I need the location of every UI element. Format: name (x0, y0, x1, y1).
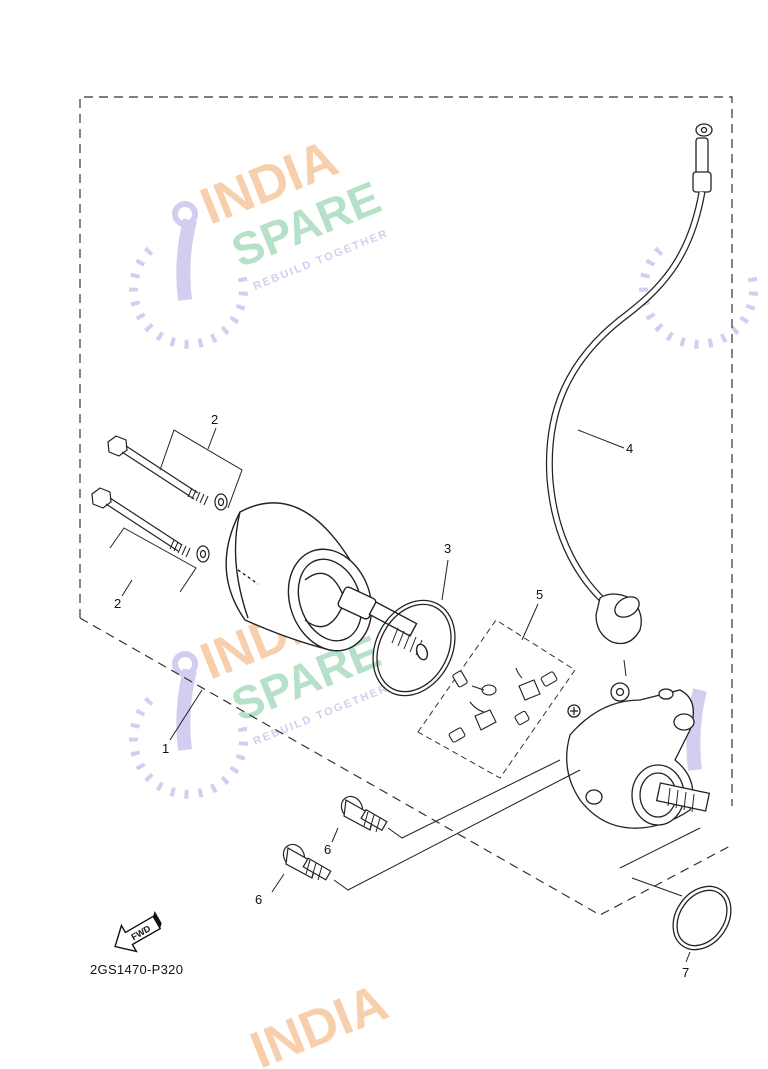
watermark-logo-icon (129, 201, 248, 349)
watermark-upper: INDIA SPARE REBUILD TOGETHER (129, 129, 390, 349)
callout-part-5: 5 (536, 587, 543, 602)
callout-part-6-upper: 6 (324, 842, 331, 857)
bolt-upper (107, 435, 228, 511)
watermark-group: INDIA SPARE REBUILD TOGETHER INDIA SPARE… (129, 129, 758, 1069)
brush-kit (448, 667, 558, 743)
cable-connector-leader (623, 659, 627, 677)
callout-part-1: 1 (162, 741, 169, 756)
callout-4-leader (577, 429, 625, 449)
brush-kit-boundary (417, 619, 576, 779)
callout-5-leader (521, 603, 539, 641)
screw-upper (340, 795, 388, 833)
end-housing (566, 682, 711, 829)
o-ring (372, 599, 456, 697)
small-o-ring (672, 885, 732, 951)
callout-3-leader (441, 559, 449, 601)
diagram-code: 2GS1470-P320 (90, 962, 184, 977)
watermark-right-edge (639, 246, 758, 771)
fwd-arrow-icon: FWD (114, 910, 162, 953)
screw-leaders (271, 759, 581, 893)
callout-part-3: 3 (444, 541, 451, 556)
screw-lower (282, 843, 332, 881)
callout-part-4: 4 (626, 441, 633, 456)
callout-7-leaders (619, 827, 701, 963)
watermark-india-bottom: INDIA (243, 973, 396, 1069)
callout-2-brackets (109, 427, 243, 597)
watermark-logo-icon (129, 651, 248, 799)
starter-cable (545, 123, 713, 645)
callout-part-7: 7 (682, 965, 689, 980)
callout-part-2-lower: 2 (114, 596, 121, 611)
callout-part-2-upper: 2 (211, 412, 218, 427)
assembly-boundary (79, 96, 733, 916)
callout-1-leader (169, 689, 203, 741)
bolt-lower (91, 487, 210, 563)
watermark-logo-icon (639, 246, 758, 771)
callout-part-6-lower: 6 (255, 892, 262, 907)
starter-motor (225, 502, 429, 661)
